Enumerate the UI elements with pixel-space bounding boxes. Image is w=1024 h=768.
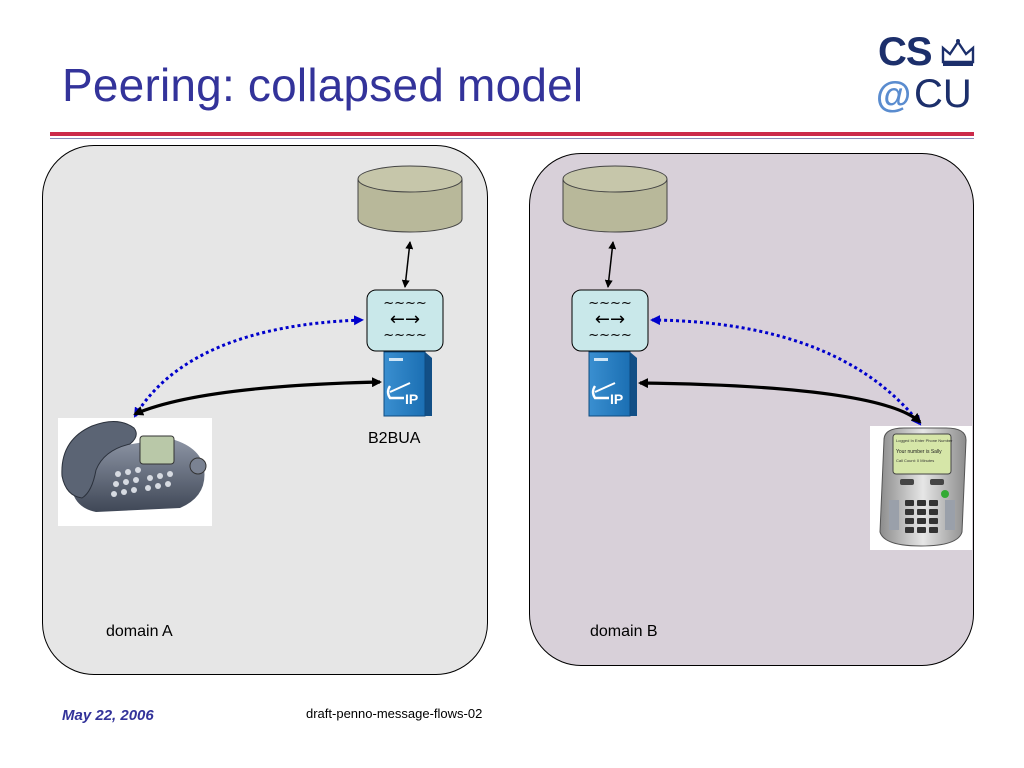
db-a-proxy-arrow — [401, 241, 414, 288]
database-a-icon — [357, 165, 463, 233]
cs-at-cu-logo: CS @ CU — [876, 30, 986, 116]
media-arrow-a — [133, 377, 382, 416]
svg-text:←→: ←→ — [595, 309, 625, 330]
logo-cu-text: CU — [914, 72, 972, 116]
logo-at-text: @ — [876, 74, 912, 115]
slide-title: Peering: collapsed model — [62, 59, 584, 111]
svg-text:~~~~: ~~~~ — [383, 296, 427, 311]
footer-date: May 22, 2006 — [62, 707, 154, 724]
logo-cs-text: CS — [878, 30, 933, 74]
svg-text:IP: IP — [610, 391, 623, 407]
softphone-icon: Logged In Enter Phone Number Your number… — [870, 426, 972, 550]
media-arrow-b — [638, 378, 922, 424]
svg-text:~~~~: ~~~~ — [383, 328, 427, 343]
b2bua-label: B2BUA — [368, 430, 421, 447]
svg-text:~~~~: ~~~~ — [588, 296, 632, 311]
crown-icon — [941, 39, 975, 66]
title-rule-red — [50, 132, 974, 136]
sip-server-b-icon: IP — [588, 351, 637, 417]
svg-text:IP: IP — [405, 391, 418, 407]
database-b-icon — [562, 165, 668, 233]
desk-phone-icon — [58, 418, 212, 526]
proxy-a-icon: ~~~~ ←→ ~~~~ — [366, 289, 444, 352]
svg-text:Call Count: 0 Minutes: Call Count: 0 Minutes — [896, 458, 934, 463]
svg-text:←→: ←→ — [390, 309, 420, 330]
footer-document-name: draft-penno-message-flows-02 — [306, 706, 483, 721]
proxy-b-icon: ~~~~ ←→ ~~~~ — [571, 289, 649, 352]
domain-b-label: domain B — [590, 623, 658, 640]
db-b-proxy-arrow — [604, 241, 617, 288]
domain-a-label: domain A — [106, 623, 173, 640]
svg-text:Your number is Sally: Your number is Sally — [896, 449, 942, 455]
signaling-arrow-b — [650, 315, 922, 426]
title-rule-thin — [50, 138, 974, 139]
svg-text:~~~~: ~~~~ — [588, 328, 632, 343]
sip-server-a-icon: IP — [383, 351, 432, 417]
svg-text:Logged In Enter Phone Number: Logged In Enter Phone Number — [896, 438, 953, 443]
